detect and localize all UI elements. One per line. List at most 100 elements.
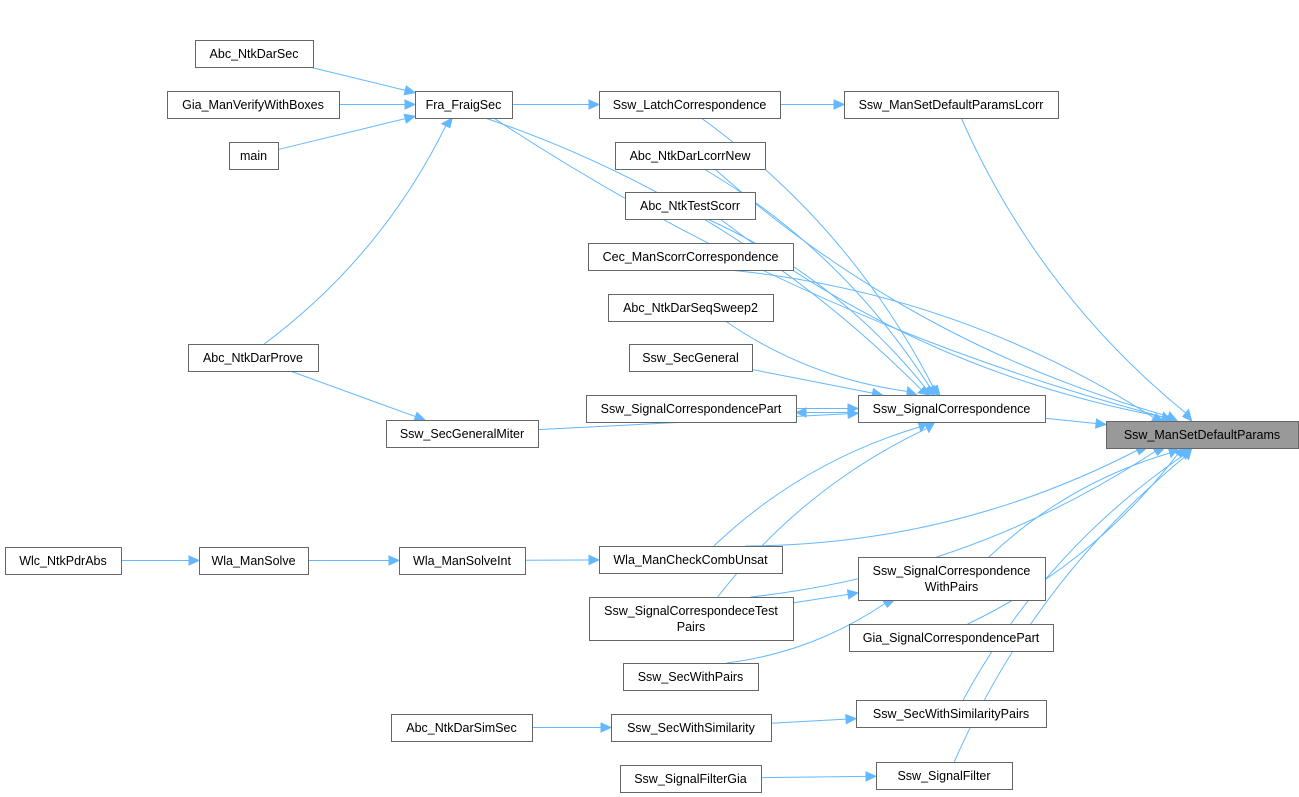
edge-main-to-fra-fraigsec — [277, 118, 406, 151]
node-label: Ssw_SignalFilterGia — [634, 772, 747, 786]
node-box — [615, 142, 766, 170]
node-label: Abc_NtkDarProve — [203, 351, 303, 365]
arrowhead-icon — [588, 554, 601, 566]
arrowhead-icon — [846, 589, 860, 600]
node-gia-manverifywithboxes[interactable]: Gia_ManVerifyWithBoxes — [167, 91, 340, 119]
arrowhead-icon — [403, 85, 417, 96]
node-ssw-secwithsimilarity[interactable]: Ssw_SecWithSimilarity — [611, 714, 772, 742]
node-box — [1106, 421, 1299, 449]
edge-fra-fraigsec-to-ssw-mansetdefaultparams — [493, 117, 1163, 418]
node-label: Wla_ManSolve — [211, 554, 295, 568]
node-box — [623, 663, 759, 691]
arrowhead-icon — [833, 99, 846, 110]
arrowhead-icon — [924, 421, 936, 434]
node-ssw-mansetdefaultparams[interactable]: Ssw_ManSetDefaultParams — [1106, 421, 1299, 449]
node-box — [620, 765, 762, 793]
edge-ssw-secwithpairs-to-ssw-signalcorrespondencewithpairs — [726, 603, 886, 664]
node-label: Abc_NtkDarLcorrNew — [630, 149, 752, 163]
edge-ssw-signalcorrespondence-to-ssw-mansetdefaultparams — [1044, 417, 1097, 425]
node-label: Ssw_SecWithSimilarityPairs — [873, 707, 1029, 721]
node-abc-ntkdarseqsweep2[interactable]: Abc_NtkDarSeqSweep2 — [608, 294, 774, 322]
edge-abc-ntkdarlcorrnew-to-ssw-mansetdefaultparams — [714, 168, 1169, 417]
node-label: Abc_NtkDarSeqSweep2 — [623, 301, 758, 315]
node-wlc-ntkpdrabs[interactable]: Wlc_NtkPdrAbs — [5, 547, 122, 575]
node-box — [599, 91, 781, 119]
node-label: Ssw_ManSetDefaultParamsLcorr — [859, 98, 1044, 112]
node-label: Ssw_SecWithSimilarity — [627, 721, 756, 735]
node-label: Ssw_ManSetDefaultParams — [1124, 428, 1280, 442]
node-box — [586, 395, 797, 423]
node-label: Gia_SignalCorrespondencePart — [863, 631, 1040, 645]
arrowhead-icon — [1182, 408, 1193, 422]
node-abc-ntkdarlcorrnew[interactable]: Abc_NtkDarLcorrNew — [615, 142, 766, 170]
node-ssw-signalfiltergia[interactable]: Ssw_SignalFilterGia — [620, 765, 762, 793]
node-fra-fraigsec[interactable]: Fra_FraigSec — [415, 91, 513, 119]
node-ssw-secwithpairs[interactable]: Ssw_SecWithPairs — [623, 663, 759, 691]
node-box — [415, 91, 513, 119]
node-ssw-latchcorrespondence[interactable]: Ssw_LatchCorrespondence — [599, 91, 781, 119]
node-box — [588, 243, 794, 271]
node-label: Wla_ManSolveInt — [413, 554, 511, 568]
arrowhead-icon — [794, 407, 807, 418]
node-wla-mansolveint[interactable]: Wla_ManSolveInt — [399, 547, 526, 575]
node-label: Wla_ManCheckCombUnsat — [613, 553, 768, 567]
arrowhead-icon — [845, 713, 858, 725]
node-label: Ssw_SignalCorrespondeceTest — [604, 604, 778, 618]
node-abc-ntkdarsec[interactable]: Abc_NtkDarSec — [195, 40, 314, 68]
node-box — [858, 395, 1046, 423]
arrowhead-icon — [600, 722, 613, 733]
node-gia-signalcorrespondencepart[interactable]: Gia_SignalCorrespondencePart — [849, 624, 1054, 652]
node-label: Wlc_NtkPdrAbs — [19, 554, 107, 568]
node-wla-mansolve[interactable]: Wla_ManSolve — [199, 547, 309, 575]
arrowhead-icon — [1095, 418, 1108, 429]
node-ssw-secgeneral[interactable]: Ssw_SecGeneral — [629, 344, 753, 372]
node-box — [844, 91, 1059, 119]
node-abc-ntkdarsimsec[interactable]: Abc_NtkDarSimSec — [391, 714, 533, 742]
node-box — [629, 344, 753, 372]
edge-ssw-secwithsimilaritypairs-to-ssw-mansetdefaultparams — [962, 455, 1184, 701]
arrowhead-icon — [413, 411, 427, 422]
node-cec-manscorrcorrespondence[interactable]: Cec_ManScorrCorrespondence — [588, 243, 794, 271]
node-box — [386, 420, 539, 448]
node-box — [599, 546, 783, 574]
arrowhead-icon — [921, 385, 936, 396]
node-box — [5, 547, 122, 575]
node-label: Cec_ManScorrCorrespondence — [603, 250, 779, 264]
node-ssw-mansetdefaultparamslcorr[interactable]: Ssw_ManSetDefaultParamsLcorr — [844, 91, 1059, 119]
node-box — [849, 624, 1054, 652]
edge-abc-ntkdarlcorrnew-to-ssw-signalcorrespondence — [703, 168, 931, 389]
node-abc-ntkdarprove[interactable]: Abc_NtkDarProve — [188, 344, 319, 372]
node-label: Ssw_SecWithPairs — [638, 670, 744, 684]
node-ssw-secgeneralmiter[interactable]: Ssw_SecGeneralMiter — [386, 420, 539, 448]
node-label: Ssw_SignalCorrespondence — [873, 564, 1031, 578]
edge-abc-ntkdarsec-to-fra-fraigsec — [309, 66, 406, 91]
node-label: Ssw_SignalCorrespondence — [873, 402, 1031, 416]
arrowhead-icon — [388, 555, 401, 566]
arrowhead-icon — [1182, 447, 1193, 461]
node-main[interactable]: main — [229, 142, 279, 170]
node-label: Abc_NtkTestScorr — [640, 199, 740, 213]
node-box — [611, 714, 772, 742]
node-wla-mancheckcombunsat[interactable]: Wla_ManCheckCombUnsat — [599, 546, 783, 574]
node-box — [399, 547, 526, 575]
node-abc-ntktestscorr[interactable]: Abc_NtkTestScorr — [625, 192, 756, 220]
node-ssw-signalcorrespondencepart[interactable]: Ssw_SignalCorrespondencePart — [586, 395, 797, 423]
edge-ssw-signalcorrespondecetestpairs-to-ssw-signalcorrespondencewithpairs — [792, 593, 849, 604]
edge-fra-fraigsec-to-ssw-signalcorrespondence — [485, 117, 922, 391]
edge-cec-manscorrcorrespondence-to-ssw-mansetdefaultparams — [729, 269, 1155, 419]
node-label: main — [240, 149, 267, 163]
node-ssw-signalcorrespondence[interactable]: Ssw_SignalCorrespondence — [858, 395, 1046, 423]
node-label: Ssw_LatchCorrespondence — [613, 98, 767, 112]
edge-ssw-secwithsimilarity-to-ssw-secwithsimilaritypairs — [770, 718, 847, 724]
node-label: Abc_NtkDarSimSec — [406, 721, 516, 735]
node-box — [876, 762, 1013, 790]
node-ssw-signalfilter[interactable]: Ssw_SignalFilter — [876, 762, 1013, 790]
edge-abc-ntkdarprove-to-ssw-secgeneralmiter — [289, 370, 416, 418]
node-ssw-secwithsimilaritypairs[interactable]: Ssw_SecWithSimilarityPairs — [856, 700, 1047, 728]
node-box — [167, 91, 340, 119]
edge-abc-ntkdarprove-to-fra-fraigsec — [263, 125, 447, 345]
node-box — [589, 597, 794, 641]
